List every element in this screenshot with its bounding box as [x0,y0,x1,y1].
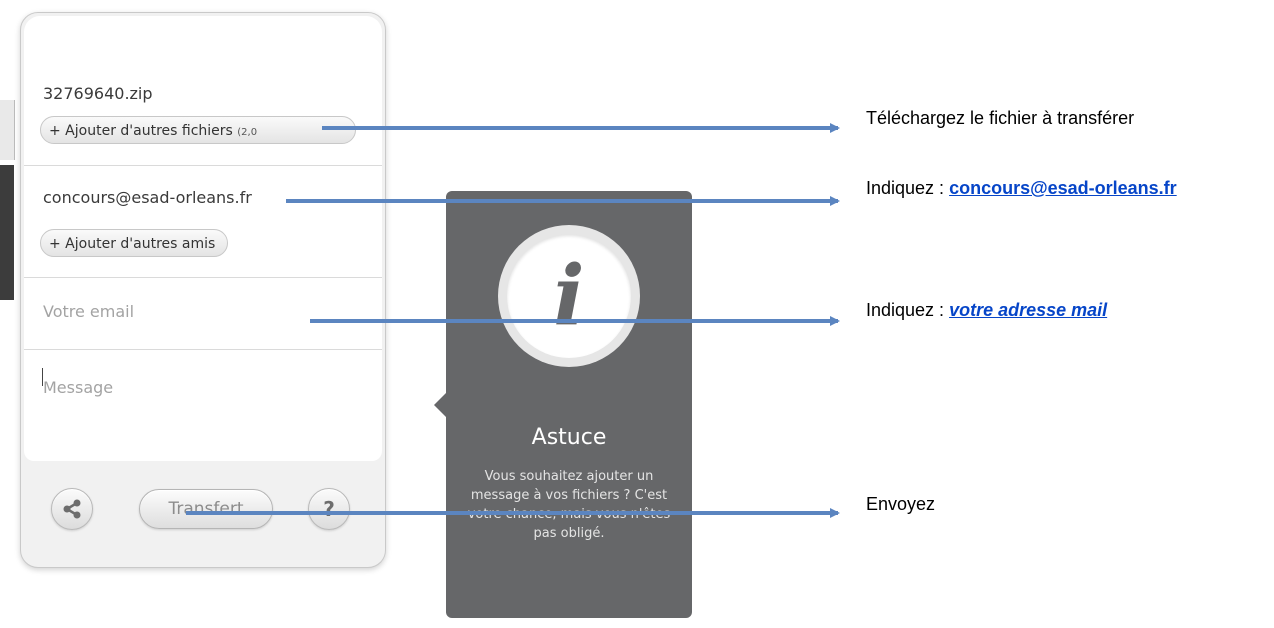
recipients-section: concours@esad-orleans.fr + Ajouter d'aut… [24,166,382,278]
text-caret [42,368,43,386]
add-friends-button[interactable]: + Ajouter d'autres amis [40,229,229,257]
add-files-button[interactable]: + Ajouter d'autres fichiers (2,0 [40,116,356,144]
info-icon: i [498,225,640,367]
file-name: 32769640.zip [43,84,153,103]
tip-title: Astuce [531,425,607,450]
message-placeholder: Message [43,378,114,397]
add-files-size: (2,0 [237,127,258,138]
transfer-button[interactable]: Transfert [139,489,273,529]
sender-email-field[interactable]: Votre email [24,278,382,350]
annotation-email: Indiquez : votre adresse mail [866,300,1107,321]
transfer-panel: 32769640.zip + Ajouter d'autres fichiers… [20,12,386,568]
tip-text: Vous souhaitez ajouter un message à vos … [468,469,671,541]
help-icon: ? [323,497,335,521]
tooltip-pointer [434,393,446,417]
email-link[interactable]: votre adresse mail [949,300,1108,320]
recipient-email[interactable]: concours@esad-orleans.fr [43,188,252,207]
annotation-recipient: Indiquez : concours@esad-orleans.fr [866,178,1177,199]
message-field[interactable]: Message [24,350,382,461]
background-window-edge [0,100,15,160]
sender-email-placeholder: Votre email [43,302,135,321]
files-section: 32769640.zip + Ajouter d'autres fichiers… [24,16,382,166]
annotation-recipient-prefix: Indiquez : [866,178,950,198]
add-files-label: + Ajouter d'autres fichiers [49,123,233,139]
recipient-link[interactable]: concours@esad-orleans.fr [949,178,1177,198]
annotation-upload: Téléchargez le fichier à transférer [866,108,1135,128]
transfer-form: 32769640.zip + Ajouter d'autres fichiers… [24,16,382,461]
background-window-dark-edge [0,165,14,300]
annotation-send: Envoyez [866,494,936,514]
annotation-email-prefix: Indiquez : [866,300,950,320]
help-button[interactable]: ? [308,488,350,530]
share-icon [63,499,81,519]
tip-tooltip: i Astuce Vous souhaitez ajouter un messa… [434,191,692,618]
share-button[interactable] [51,488,93,530]
